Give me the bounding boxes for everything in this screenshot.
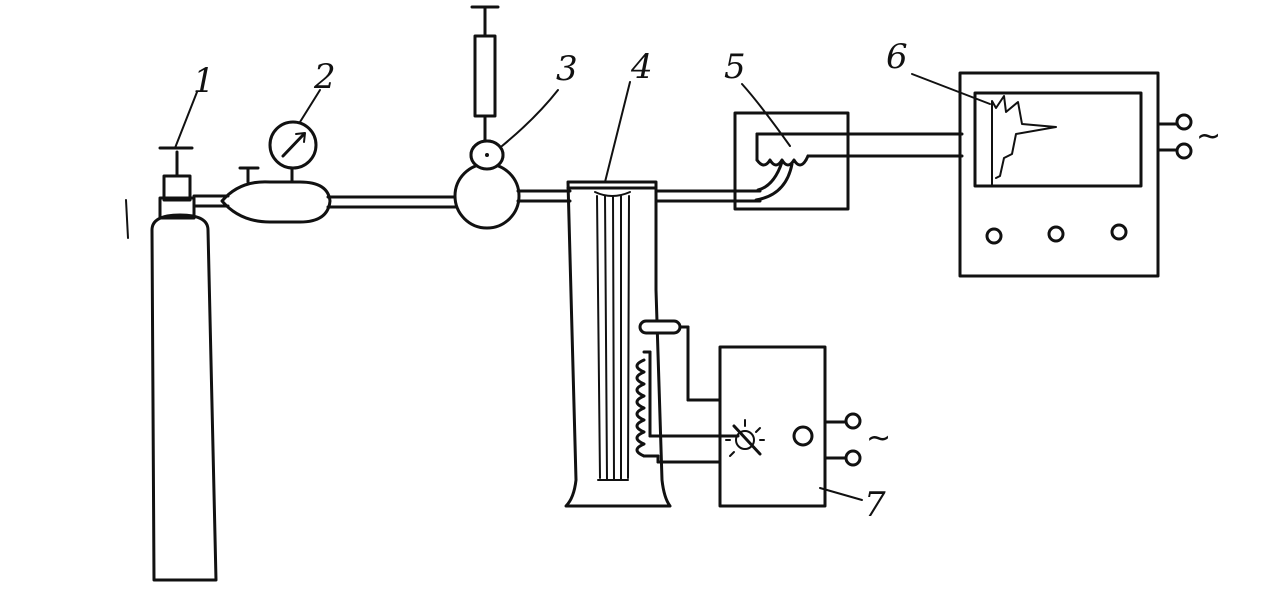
injection-chamber: [453, 5, 521, 230]
gas-cylinder: [125, 146, 218, 582]
ac-symbol-recorder: ~: [1196, 119, 1221, 154]
thermometer-sensor: [638, 319, 690, 402]
gas-pipe-3: [516, 189, 572, 203]
column-thermostat: [564, 180, 672, 508]
recorder: [958, 71, 1193, 278]
gas-pipe-4: [654, 189, 762, 203]
leader-lines: [174, 73, 991, 501]
label-1: 1: [193, 61, 215, 101]
detector: [733, 111, 964, 211]
gas-pipe-1: [192, 194, 230, 208]
pressure-reducer: [220, 164, 332, 224]
label-2: 2: [313, 57, 336, 97]
control-unit: [648, 345, 862, 508]
label-6: 6: [886, 37, 908, 77]
label-7: 7: [864, 485, 886, 525]
ac-symbol-control: ~: [866, 421, 891, 456]
heater-coil: [635, 350, 660, 458]
label-5: 5: [724, 47, 746, 87]
label-4: 4: [630, 47, 653, 87]
label-3: 3: [556, 49, 578, 89]
manometer: [268, 120, 318, 170]
gas-pipe-2: [326, 195, 460, 209]
